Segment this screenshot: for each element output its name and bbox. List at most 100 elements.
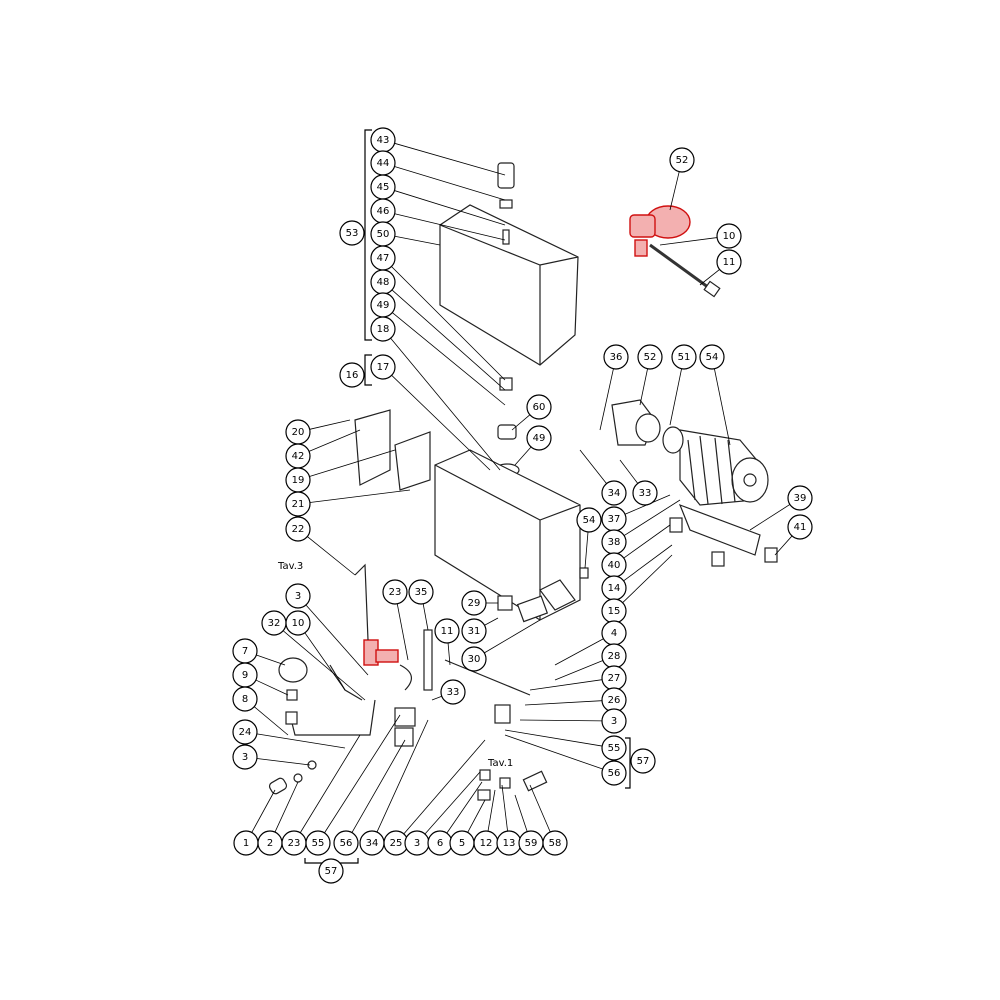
leader-line xyxy=(487,789,496,832)
callout-circle xyxy=(669,147,695,173)
callout-part-28: 28 xyxy=(601,643,627,669)
callout-circle xyxy=(542,830,568,856)
callout-part-40: 40 xyxy=(601,552,627,578)
pressure-gauge xyxy=(278,657,308,725)
callout-number: 24 xyxy=(239,727,252,738)
callout-number: 17 xyxy=(377,362,390,373)
callout-part-29: 29 xyxy=(461,590,487,616)
leader-line xyxy=(376,719,429,833)
callout-part-16: 16 xyxy=(339,362,365,388)
callout-part-21: 21 xyxy=(285,491,311,517)
callout-part-6: 6 xyxy=(427,830,453,856)
callout-part-52: 52 xyxy=(669,147,695,173)
callout-number: 33 xyxy=(639,488,652,499)
callout-part-23: 23 xyxy=(382,579,408,605)
leader-line xyxy=(394,142,506,176)
pump-motor xyxy=(679,429,769,506)
callout-part-35: 35 xyxy=(408,579,434,605)
boiler-housing xyxy=(434,449,581,621)
leader-line xyxy=(623,524,671,559)
callout-circle xyxy=(333,830,359,856)
callout-number: 53 xyxy=(346,228,359,239)
callout-part-13: 13 xyxy=(496,830,522,856)
callout-number: 29 xyxy=(468,598,481,609)
leader-line xyxy=(394,213,506,241)
leader-line xyxy=(396,603,409,661)
callout-circle xyxy=(716,249,742,275)
callout-part-3: 3 xyxy=(232,744,258,770)
leader-line xyxy=(304,632,346,691)
leader-line xyxy=(309,419,351,430)
callout-number: 55 xyxy=(312,838,325,849)
leader-line xyxy=(309,449,396,477)
callout-circle xyxy=(408,579,434,605)
callout-circle xyxy=(716,223,742,249)
leader-line xyxy=(431,695,442,701)
leader-line xyxy=(623,499,681,536)
callout-circle xyxy=(787,485,813,511)
leader-line xyxy=(669,368,682,426)
leader-line xyxy=(504,729,603,747)
callout-part-10: 10 xyxy=(716,223,742,249)
callout-circle xyxy=(601,760,627,786)
callout-circle xyxy=(305,830,331,856)
callout-circle xyxy=(603,344,629,370)
callout-part-9: 9 xyxy=(232,662,258,688)
callout-number: 49 xyxy=(533,433,546,444)
callout-circle xyxy=(699,344,725,370)
callout-number: 54 xyxy=(706,352,719,363)
callout-part-11: 11 xyxy=(434,618,460,644)
leader-line xyxy=(623,544,673,582)
leader-line xyxy=(579,449,607,484)
callout-part-50: 50 xyxy=(370,221,396,247)
leader-line xyxy=(299,734,361,833)
callout-part-44: 44 xyxy=(370,150,396,176)
callout-number: 52 xyxy=(676,155,689,166)
callout-part-37: 37 xyxy=(601,506,627,532)
callout-number: 9 xyxy=(242,670,248,681)
callout-circle xyxy=(232,744,258,770)
leader-line xyxy=(305,604,369,676)
callout-circle xyxy=(370,354,396,380)
callout-part-42: 42 xyxy=(285,443,311,469)
leader-line xyxy=(256,654,286,666)
callout-part-27: 27 xyxy=(601,665,627,691)
leader-line xyxy=(391,375,491,471)
leader-line xyxy=(256,733,346,749)
callout-number: 3 xyxy=(242,752,248,763)
leader-line xyxy=(324,714,401,834)
callout-number: 57 xyxy=(637,756,650,767)
leader-line xyxy=(529,679,603,691)
callout-number: 12 xyxy=(480,838,493,849)
leader-line xyxy=(394,190,506,226)
callout-part-34: 34 xyxy=(359,830,385,856)
callout-part-3: 3 xyxy=(601,708,627,734)
callout-number: 35 xyxy=(415,587,428,598)
callout-circle xyxy=(787,514,813,540)
leader-line xyxy=(514,794,528,832)
callout-part-10: 10 xyxy=(285,610,311,636)
callout-part-56: 56 xyxy=(333,830,359,856)
callout-number: 54 xyxy=(583,515,596,526)
callout-number: 50 xyxy=(377,229,390,240)
leader-line xyxy=(669,171,680,211)
leader-line xyxy=(749,504,791,531)
leader-line xyxy=(529,784,551,833)
leader-line xyxy=(351,739,406,833)
leader-line xyxy=(554,660,604,681)
leader-line xyxy=(514,446,532,466)
leader-line xyxy=(394,235,441,246)
water-tank xyxy=(439,204,579,366)
callout-part-15: 15 xyxy=(601,598,627,624)
leader-line xyxy=(422,603,429,631)
callout-number: 45 xyxy=(377,182,390,193)
leader-line xyxy=(639,368,648,406)
leader-line xyxy=(282,630,366,701)
callout-part-30: 30 xyxy=(461,646,487,672)
callout-number: 57 xyxy=(325,866,338,877)
callout-number: 55 xyxy=(608,743,621,754)
callout-number: 40 xyxy=(608,560,621,571)
callout-number: 14 xyxy=(608,583,621,594)
motor-bracket xyxy=(669,503,778,567)
